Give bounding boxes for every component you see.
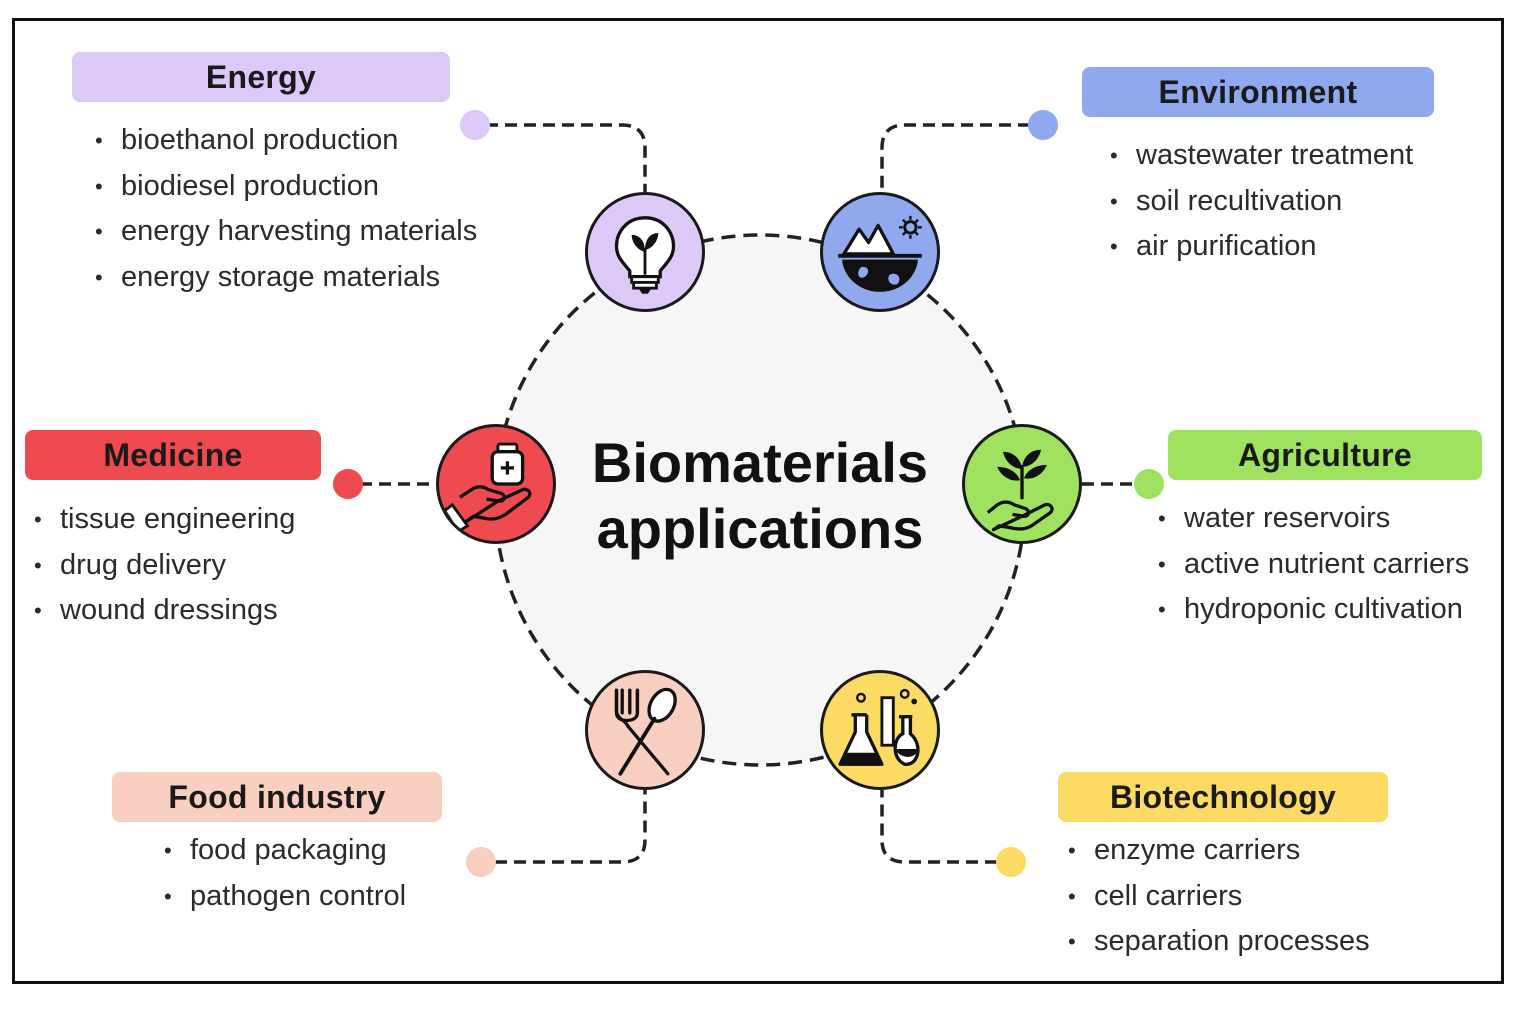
list-item: energy storage materials <box>95 255 477 301</box>
environment-items: wastewater treatment soil recultivation … <box>1110 133 1413 270</box>
list-item: food packaging <box>164 828 406 874</box>
agriculture-label: Agriculture <box>1168 430 1482 480</box>
center-title-line2: applications <box>596 497 924 560</box>
list-item: separation processes <box>1068 919 1370 965</box>
list-item: active nutrient carriers <box>1158 542 1469 588</box>
medicine-label-text: Medicine <box>103 436 243 473</box>
list-item: pathogen control <box>164 874 406 920</box>
food-industry-label: Food industry <box>112 772 442 822</box>
biotechnology-label: Biotechnology <box>1058 772 1388 822</box>
biotechnology-items: enzyme carriers cell carriers separation… <box>1068 828 1370 965</box>
hand-medicine-icon <box>436 424 556 544</box>
environment-dot <box>1028 110 1058 140</box>
agriculture-items: water reservoirs active nutrient carrier… <box>1158 496 1469 633</box>
food-industry-items: food packaging pathogen control <box>164 828 406 919</box>
medicine-items: tissue engineering drug delivery wound d… <box>34 497 295 634</box>
list-item: water reservoirs <box>1158 496 1469 542</box>
medicine-dot <box>333 469 363 499</box>
biotech-dot <box>996 847 1026 877</box>
list-item: biodiesel production <box>95 164 477 210</box>
food-connector <box>495 790 647 864</box>
list-item: tissue engineering <box>34 497 295 543</box>
list-item: wound dressings <box>34 588 295 634</box>
environment-label-text: Environment <box>1158 73 1358 110</box>
fork-spoon-icon <box>585 670 705 790</box>
list-item: soil recultivation <box>1110 179 1413 225</box>
medicine-label: Medicine <box>25 430 321 480</box>
list-item: energy harvesting materials <box>95 209 477 255</box>
lab-flasks-icon <box>820 670 940 790</box>
biotech-connector <box>880 790 997 864</box>
environment-label: Environment <box>1082 67 1434 117</box>
environment-connector <box>880 123 1030 192</box>
earth-mountains-sun-icon <box>820 192 940 312</box>
agriculture-label-text: Agriculture <box>1238 436 1412 473</box>
lightbulb-plant-icon <box>585 192 705 312</box>
list-item: wastewater treatment <box>1110 133 1413 179</box>
list-item: bioethanol production <box>95 118 477 164</box>
energy-label-text: Energy <box>205 58 317 95</box>
agriculture-dot <box>1134 469 1164 499</box>
center-title-line1: Biomaterials <box>591 431 929 494</box>
list-item: drug delivery <box>34 543 295 589</box>
energy-items: bioethanol production biodiesel producti… <box>95 118 477 300</box>
hand-plant-icon <box>962 424 1082 544</box>
center-title: Biomaterials applications <box>560 430 960 562</box>
list-item: enzyme carriers <box>1068 828 1370 874</box>
food-industry-label-text: Food industry <box>168 778 386 815</box>
list-item: air purification <box>1110 224 1413 270</box>
energy-connector <box>486 123 647 192</box>
energy-label: Energy <box>72 52 450 102</box>
biotechnology-label-text: Biotechnology <box>1109 778 1337 815</box>
list-item: cell carriers <box>1068 874 1370 920</box>
list-item: hydroponic cultivation <box>1158 587 1469 633</box>
food-dot <box>466 847 496 877</box>
